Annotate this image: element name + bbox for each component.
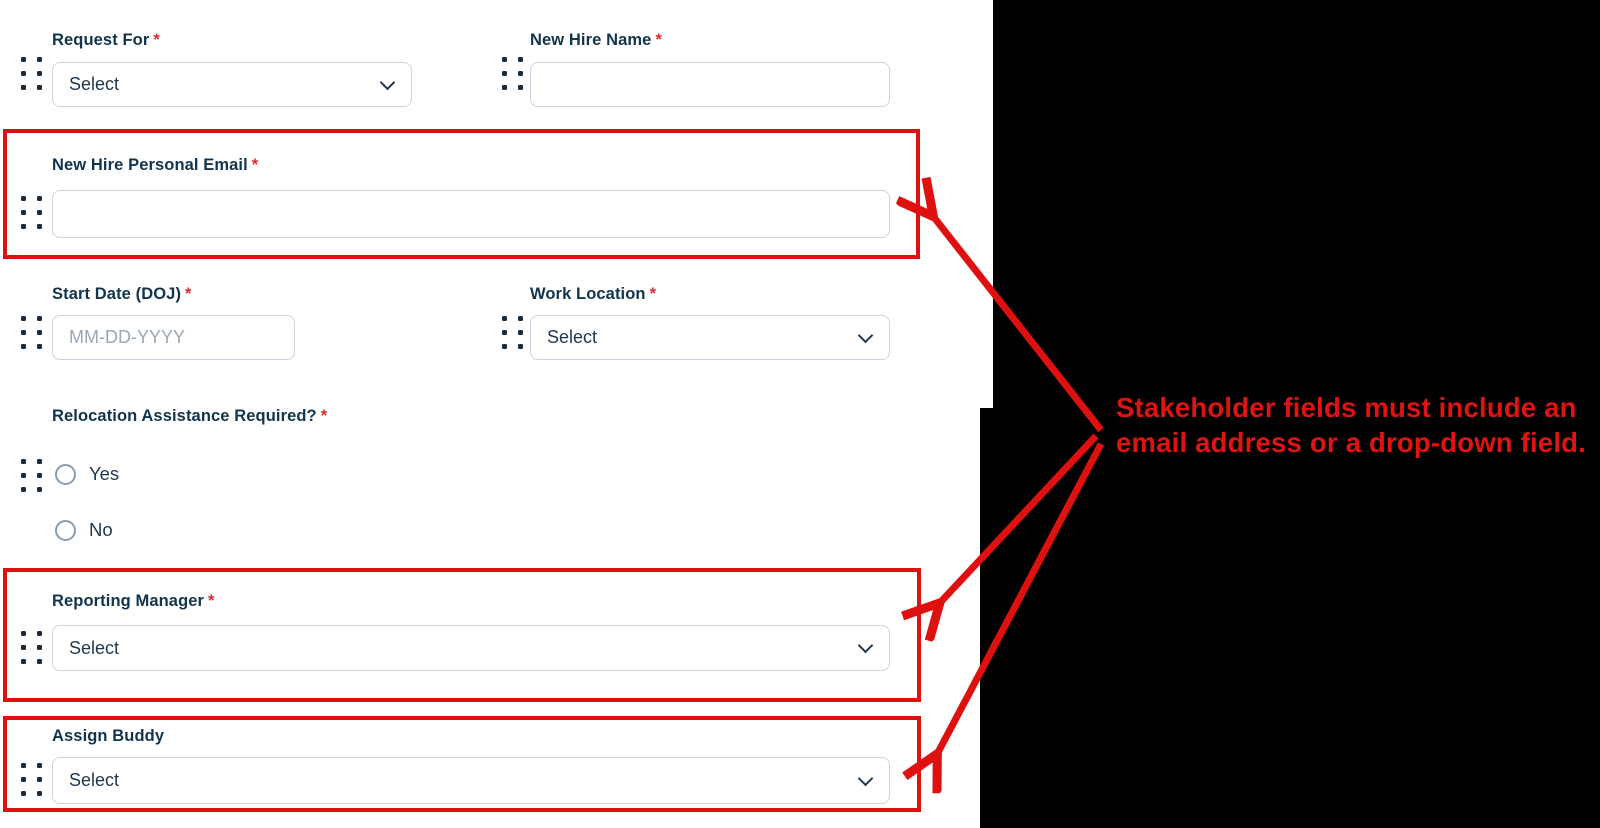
relocation-label: Relocation Assistance Required?*: [52, 407, 327, 426]
new-hire-name-label: New Hire Name*: [530, 31, 662, 50]
assign-buddy-label-text: Assign Buddy: [52, 727, 165, 745]
reporting-manager-select-value: Select: [69, 637, 120, 658]
annotation-note: Stakeholder fields must include an email…: [1116, 390, 1586, 460]
reporting-manager-select[interactable]: Select: [52, 625, 890, 671]
start-date-label: Start Date (DOJ)*: [52, 285, 192, 304]
required-asterisk: *: [649, 285, 657, 303]
start-date-input[interactable]: [52, 315, 295, 360]
drag-handle-icon[interactable]: [21, 316, 42, 349]
radio-button-no[interactable]: [55, 519, 76, 541]
chevron-down-icon: [857, 637, 874, 654]
drag-handle-icon[interactable]: [502, 57, 523, 90]
required-asterisk: *: [208, 592, 215, 610]
work-location-label-text: Work Location: [530, 285, 646, 303]
work-location-label: Work Location*: [530, 285, 656, 304]
chevron-down-icon: [379, 74, 396, 90]
required-asterisk: *: [320, 407, 328, 425]
required-asterisk: *: [153, 31, 160, 49]
assign-buddy-select[interactable]: Select: [52, 757, 890, 804]
drag-handle-icon[interactable]: [21, 631, 42, 664]
annotation-note-line2: email address or a drop-down field.: [1116, 427, 1587, 458]
radio-label-no: No: [89, 519, 113, 540]
new-hire-name-label-text: New Hire Name: [530, 31, 652, 49]
relocation-option-yes[interactable]: Yes: [55, 463, 119, 485]
radio-label-yes: Yes: [89, 463, 120, 484]
chevron-down-icon: [857, 770, 874, 786]
drag-handle-icon[interactable]: [21, 57, 42, 90]
relocation-option-no[interactable]: No: [55, 519, 113, 541]
drag-handle-icon[interactable]: [21, 459, 42, 492]
reporting-manager-label-text: Reporting Manager: [52, 592, 205, 610]
work-location-select-value: Select: [547, 327, 598, 347]
request-for-label-text: Request For: [52, 31, 150, 49]
required-asterisk: *: [655, 31, 662, 49]
chevron-down-icon: [857, 327, 874, 343]
request-for-select[interactable]: Select: [52, 62, 412, 107]
start-date-label-text: Start Date (DOJ): [52, 285, 182, 303]
drag-handle-icon[interactable]: [21, 763, 42, 796]
assign-buddy-label: Assign Buddy: [52, 727, 164, 746]
new-hire-name-input[interactable]: [530, 62, 890, 107]
personal-email-label: New Hire Personal Email*: [52, 156, 258, 175]
request-for-label: Request For*: [52, 31, 160, 50]
required-asterisk: *: [185, 285, 192, 303]
work-location-select[interactable]: Select: [530, 315, 890, 360]
personal-email-label-text: New Hire Personal Email: [52, 156, 248, 174]
request-for-select-value: Select: [69, 74, 120, 94]
drag-handle-icon[interactable]: [21, 196, 42, 229]
relocation-label-text: Relocation Assistance Required?: [52, 407, 317, 425]
required-asterisk: *: [251, 156, 259, 174]
radio-button-yes[interactable]: [55, 463, 76, 485]
annotation-note-line1: Stakeholder fields must include an: [1116, 392, 1577, 423]
drag-handle-icon[interactable]: [502, 316, 523, 349]
assign-buddy-select-value: Select: [69, 770, 120, 790]
reporting-manager-label: Reporting Manager*: [52, 592, 215, 611]
personal-email-input[interactable]: [52, 190, 890, 238]
